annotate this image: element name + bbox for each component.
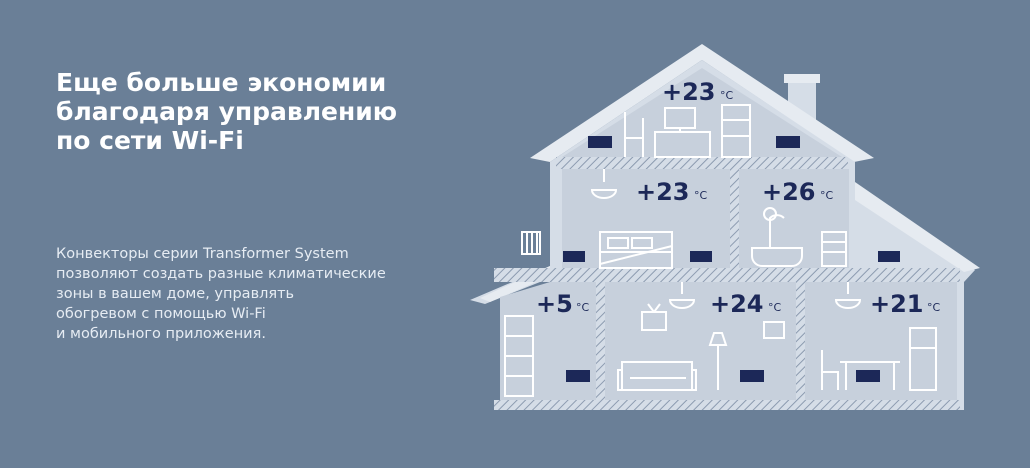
floor-slab-ground (494, 400, 960, 410)
room-kitchen (805, 282, 957, 400)
attic-furniture (624, 104, 751, 158)
wall-lower-right (796, 282, 805, 400)
temp-attic: +23 (662, 78, 716, 106)
temp-living: +24 (710, 290, 764, 318)
heater-living (740, 370, 764, 382)
unit-bedroom: °C (694, 189, 708, 202)
wall-lower-left (596, 282, 605, 400)
heater-attic-left (588, 136, 612, 148)
floor-slab-upper (494, 268, 960, 282)
headline-line-2: благодаря управлению (56, 97, 398, 126)
convector-heaters (563, 136, 900, 382)
unit-kitchen: °C (927, 301, 941, 314)
unit-bathroom: °C (820, 189, 834, 202)
description-line-2: позволяют создать разные климатические (56, 266, 386, 282)
description-line-4: обогревом с помощью Wi-Fi (56, 306, 266, 322)
heater-storage (566, 370, 590, 382)
storage-shelves (504, 315, 534, 397)
floor-slab-attic (556, 157, 848, 169)
temp-kitchen: +21 (870, 290, 924, 318)
unit-storage: °C (576, 301, 590, 314)
temp-bathroom: +26 (762, 178, 816, 206)
bedroom-furniture (590, 169, 673, 269)
unit-living: °C (768, 301, 782, 314)
headline-line-3: по сети Wi-Fi (56, 126, 244, 155)
bathroom-furniture (751, 207, 847, 267)
wall-upper (730, 169, 739, 268)
headline: Еще больше экономии благодаря управлению… (56, 68, 476, 155)
headline-line-1: Еще больше экономии (56, 68, 387, 97)
description: Конвекторы серии Transformer System позв… (56, 244, 476, 344)
heater-bedroom-left (563, 251, 585, 262)
description-line-1: Конвекторы серии Transformer System (56, 246, 349, 262)
kitchen-furniture (821, 282, 937, 391)
description-line-3: зоны в вашем доме, управлять (56, 286, 295, 302)
temp-storage: +5 (536, 290, 573, 318)
living-furniture (617, 282, 785, 391)
room-attic (562, 68, 842, 157)
unit-attic: °C (720, 89, 734, 102)
heater-attic-right (776, 136, 800, 148)
outdoor-radiator (521, 231, 541, 255)
room-living (605, 282, 796, 400)
heater-kitchen (856, 370, 880, 382)
description-line-5: и мобильного приложения. (56, 326, 266, 342)
temp-bedroom: +23 (636, 178, 690, 206)
upper-roof (530, 44, 874, 162)
heater-bathroom (878, 251, 900, 262)
lower-right-roof (855, 182, 980, 272)
heater-bedroom-right (690, 251, 712, 262)
